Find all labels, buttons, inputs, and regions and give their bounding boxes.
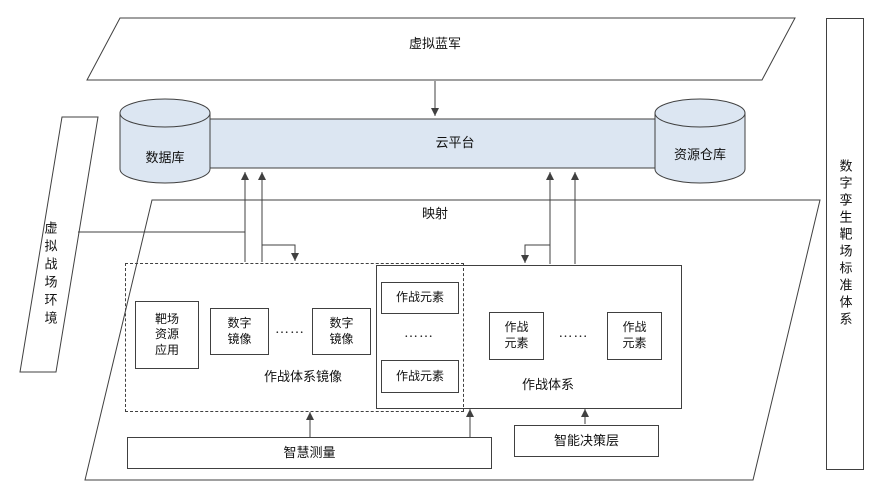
repository-cylinder-body — [654, 112, 746, 184]
database-cylinder-body — [119, 112, 211, 184]
combat-system-container — [376, 265, 682, 409]
combat-element-right-box: 作战 元素 — [607, 312, 662, 360]
repository-label: 资源仓库 — [673, 147, 726, 162]
digital-mirror-box-2: 数字 镜像 — [312, 308, 371, 355]
arrow-cloud-to-mirror — [262, 244, 299, 261]
combat-mirror-container — [125, 263, 464, 412]
main-platform-shape — [84, 199, 821, 481]
cloud-platform-label: 云平台 — [435, 135, 475, 150]
combat-element-left-box: 作战 元素 — [489, 312, 544, 360]
combat-ellipsis-vertical: …… — [404, 325, 434, 341]
intelligent-decision-box: 智能决策层 — [514, 425, 659, 457]
combat-system-caption: 作战体系 — [521, 377, 574, 392]
mirror-ellipsis: …… — [275, 321, 305, 337]
repository-cylinder-top — [654, 98, 746, 128]
combat-mirror-caption: 作战体系镜像 — [263, 369, 342, 384]
database-label: 数据库 — [145, 150, 185, 165]
smart-measurement-box: 智慧测量 — [127, 437, 492, 469]
combat-ellipsis-horizontal: …… — [558, 325, 589, 341]
digital-mirror-box-1: 数字 镜像 — [210, 308, 269, 355]
range-resource-app-box: 靶场 资源 应用 — [135, 301, 199, 369]
battlefield-panel-shape — [19, 116, 99, 373]
standard-system-panel: 数字孪生靶场标准体系 — [826, 18, 864, 470]
blue-army-band-shape — [86, 17, 796, 81]
standard-system-label: 数字孪生靶场标准体系 — [837, 159, 853, 329]
mapping-label: 映射 — [421, 206, 448, 221]
combat-element-top-box: 作战元素 — [381, 282, 459, 314]
arrow-cloud-to-combat — [521, 244, 550, 263]
combat-element-bottom-box: 作战元素 — [381, 360, 459, 393]
battlefield-env-label: 虚拟战场环境 — [42, 220, 58, 329]
blue-army-label: 虚拟蓝军 — [408, 36, 461, 51]
database-cylinder-top — [119, 98, 211, 128]
